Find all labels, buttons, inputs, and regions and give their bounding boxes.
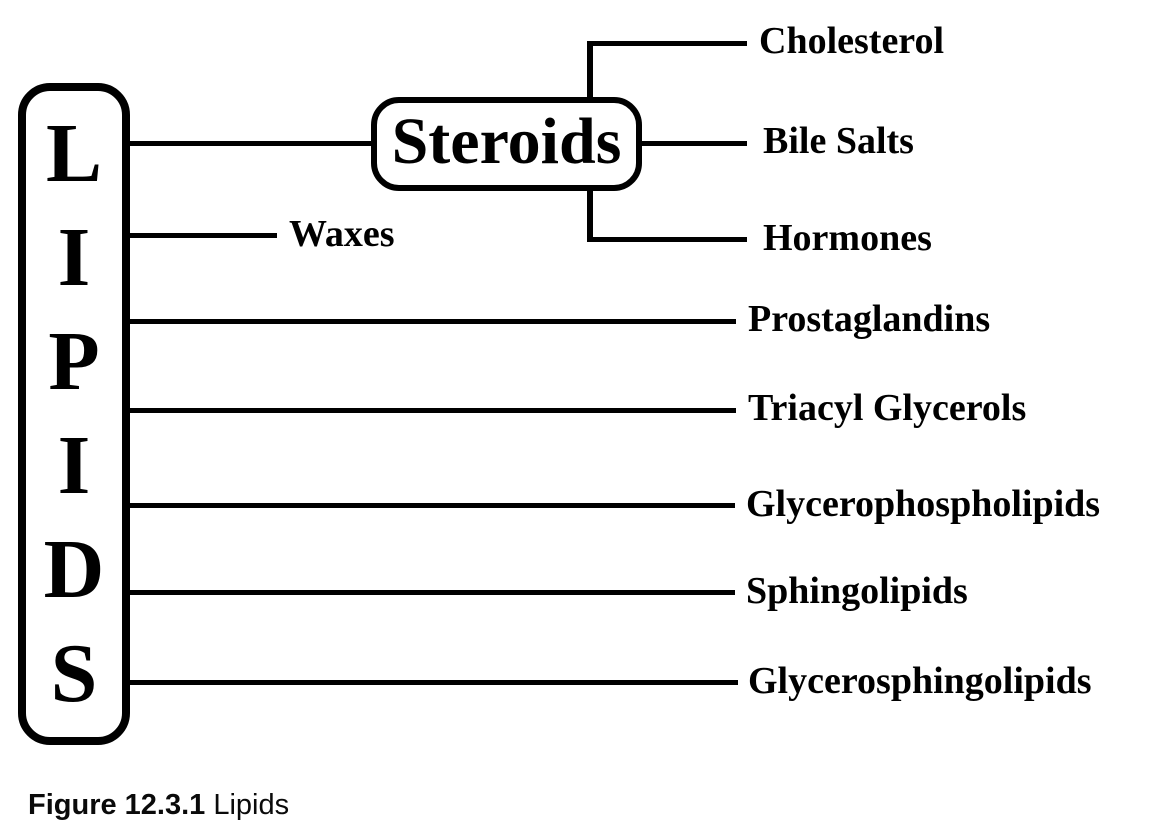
figure-caption-number: Figure 12.3.1 — [28, 789, 206, 821]
connector-steroids-hormones-vertical — [587, 186, 593, 242]
connector-root-steroids — [128, 141, 371, 146]
leaf-label-sphingolipids: Sphingolipids — [746, 570, 968, 613]
leaf-label-glycerophospholipids: Glycerophospholipids — [746, 483, 1101, 526]
root-letter: S — [50, 627, 98, 720]
connector-root-prostaglandins — [128, 319, 736, 324]
lipids-root-node: L I P I D S — [18, 83, 130, 745]
connector-steroids-cholesterol — [587, 41, 747, 46]
connector-root-waxes — [128, 233, 277, 238]
root-letter: I — [57, 211, 91, 304]
connector-root-triacyl-glycerols — [128, 408, 736, 413]
connector-steroids-bile-salts — [642, 141, 747, 146]
steroids-node: Steroids — [371, 97, 642, 191]
connector-root-glycerophospholipids — [128, 503, 735, 508]
connector-steroids-cholesterol-vertical — [587, 41, 593, 101]
leaf-label-hormones: Hormones — [763, 217, 932, 260]
leaf-label-bile-salts: Bile Salts — [763, 120, 914, 163]
leaf-label-prostaglandins: Prostaglandins — [748, 298, 991, 341]
root-letter: D — [43, 523, 105, 616]
figure-caption-title: Lipids — [213, 789, 290, 821]
leaf-label-waxes: Waxes — [289, 213, 395, 256]
connector-root-glycerosphingolipids — [128, 680, 738, 685]
leaf-label-cholesterol: Cholesterol — [759, 20, 945, 63]
leaf-label-triacyl-glycerols: Triacyl Glycerols — [748, 387, 1027, 430]
root-letter: I — [57, 419, 91, 512]
leaf-label-glycerosphingolipids: Glycerosphingolipids — [748, 660, 1092, 703]
connector-root-sphingolipids — [128, 590, 735, 595]
root-letter: P — [48, 315, 100, 408]
connector-steroids-hormones — [587, 237, 747, 242]
root-letter: L — [45, 107, 103, 200]
